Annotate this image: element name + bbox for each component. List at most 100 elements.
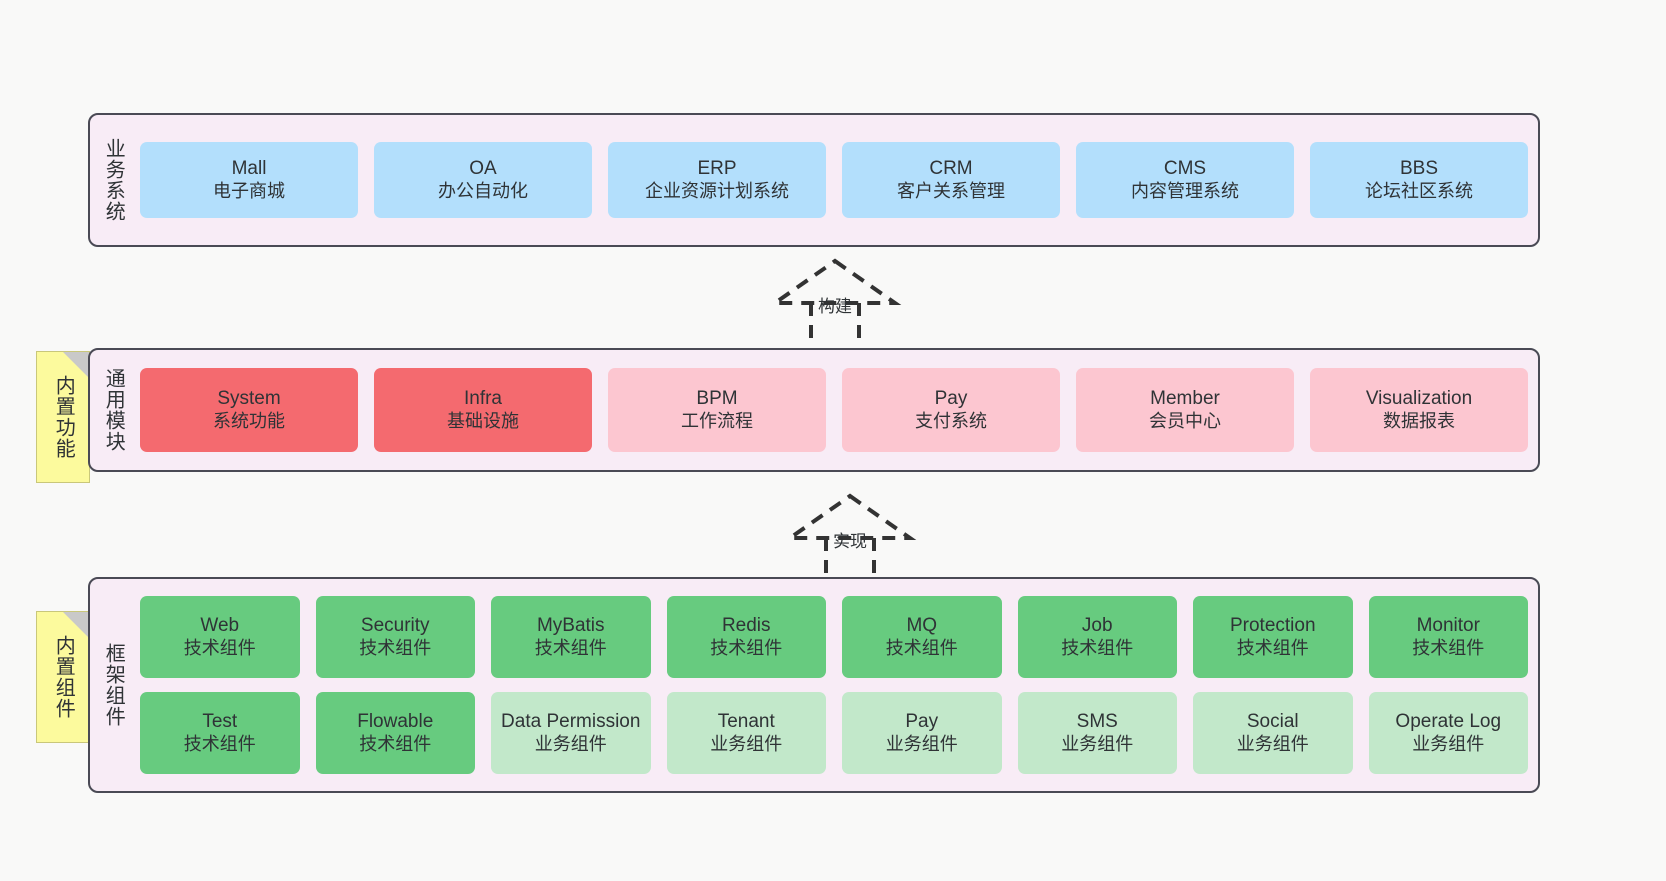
node-title: ERP: [697, 158, 737, 180]
node-title: OA: [469, 158, 497, 180]
node-subtitle: 内容管理系统: [1131, 180, 1239, 201]
node-bbs[interactable]: BBS 论坛社区系统: [1310, 142, 1528, 218]
node-subtitle: 会员中心: [1149, 410, 1221, 431]
node-member[interactable]: Member 会员中心: [1076, 368, 1294, 452]
node-title: Job: [1081, 615, 1113, 637]
node-subtitle: 技术组件: [710, 637, 783, 658]
node-test[interactable]: Test 技术组件: [140, 692, 300, 774]
layer-common-modules: 通用模块 System 系统功能 Infra 基础设施 BPM 工作流程 Pay…: [88, 348, 1540, 472]
layer-body-module: System 系统功能 Infra 基础设施 BPM 工作流程 Pay 支付系统…: [136, 350, 1538, 470]
node-title: Monitor: [1416, 615, 1480, 637]
node-title: Pay: [905, 711, 939, 733]
note-label: 内置功能: [52, 375, 75, 459]
node-title: SMS: [1076, 711, 1118, 733]
node-operate-log[interactable]: Operate Log 业务组件: [1368, 692, 1528, 774]
layer-body-framework: Web 技术组件 Security 技术组件 MyBatis 技术组件 Redi…: [136, 579, 1538, 791]
node-subtitle: 业务组件: [1236, 733, 1309, 754]
node-cms[interactable]: CMS 内容管理系统: [1076, 142, 1294, 218]
node-erp[interactable]: ERP 企业资源计划系统: [608, 142, 826, 218]
node-system[interactable]: System 系统功能: [140, 368, 358, 452]
generalization-arrow-icon: [783, 493, 917, 582]
node-title: BPM: [696, 388, 738, 410]
node-monitor[interactable]: Monitor 技术组件: [1368, 596, 1528, 678]
page-fold-icon: [63, 352, 89, 378]
layer-framework-components: 框架组件 Web 技术组件 Security 技术组件 MyBatis 技术组件…: [88, 577, 1540, 793]
node-title: Visualization: [1365, 388, 1473, 410]
layer-title-module: 通用模块: [102, 368, 125, 452]
node-subtitle: 业务组件: [885, 733, 958, 754]
node-title: System: [217, 388, 281, 410]
node-title: Infra: [463, 388, 503, 410]
node-subtitle: 技术组件: [183, 637, 256, 658]
node-web[interactable]: Web 技术组件: [140, 596, 300, 678]
node-social[interactable]: Social 业务组件: [1193, 692, 1353, 774]
node-subtitle: 业务组件: [1412, 733, 1485, 754]
node-protection[interactable]: Protection 技术组件: [1193, 596, 1353, 678]
node-subtitle: 数据报表: [1383, 410, 1455, 431]
node-subtitle: 系统功能: [213, 410, 285, 431]
note-builtin-functions[interactable]: 内置功能: [36, 351, 90, 483]
node-title: Social: [1246, 711, 1299, 733]
node-subtitle: 基础设施: [447, 410, 519, 431]
node-flowable[interactable]: Flowable 技术组件: [315, 692, 475, 774]
page-fold-icon: [63, 612, 89, 638]
layer-business-systems: 业务系统 Mall 电子商城 OA 办公自动化 ERP 企业资源计划系统 CRM…: [88, 113, 1540, 247]
note-label: 内置组件: [52, 635, 75, 719]
node-tenant[interactable]: Tenant 业务组件: [666, 692, 826, 774]
node-title: Redis: [721, 615, 771, 637]
node-mall[interactable]: Mall 电子商城: [140, 142, 358, 218]
node-title: Web: [200, 615, 240, 637]
node-subtitle: 技术组件: [359, 733, 432, 754]
layer-row: System 系统功能 Infra 基础设施 BPM 工作流程 Pay 支付系统…: [140, 368, 1528, 452]
node-bpm[interactable]: BPM 工作流程: [608, 368, 826, 452]
layer-title-business: 业务系统: [102, 138, 125, 222]
node-title: MQ: [906, 615, 938, 637]
node-subtitle: 技术组件: [885, 637, 958, 658]
node-subtitle: 技术组件: [183, 733, 256, 754]
node-title: Mall: [231, 158, 267, 180]
layer-row: Mall 电子商城 OA 办公自动化 ERP 企业资源计划系统 CRM 客户关系…: [140, 142, 1528, 218]
node-title: Operate Log: [1395, 711, 1502, 733]
node-infra[interactable]: Infra 基础设施: [374, 368, 592, 452]
node-title: Test: [202, 711, 238, 733]
node-subtitle: 业务组件: [1061, 733, 1134, 754]
node-subtitle: 支付系统: [915, 410, 987, 431]
node-title: CMS: [1163, 158, 1207, 180]
layer-body-business: Mall 电子商城 OA 办公自动化 ERP 企业资源计划系统 CRM 客户关系…: [136, 115, 1538, 245]
node-security[interactable]: Security 技术组件: [315, 596, 475, 678]
node-mq[interactable]: MQ 技术组件: [842, 596, 1002, 678]
node-redis[interactable]: Redis 技术组件: [666, 596, 826, 678]
node-subtitle: 论坛社区系统: [1365, 180, 1473, 201]
note-builtin-components[interactable]: 内置组件: [36, 611, 90, 743]
node-subtitle: 电子商城: [213, 180, 285, 201]
generalization-arrow-icon: [768, 258, 902, 347]
node-subtitle: 企业资源计划系统: [645, 180, 789, 201]
node-subtitle: 业务组件: [710, 733, 783, 754]
node-subtitle: 技术组件: [1236, 637, 1309, 658]
node-subtitle: 技术组件: [359, 637, 432, 658]
node-title: Flowable: [357, 711, 434, 733]
node-mybatis[interactable]: MyBatis 技术组件: [491, 596, 651, 678]
node-title: Protection: [1229, 615, 1316, 637]
node-pay[interactable]: Pay 支付系统: [842, 368, 1060, 452]
node-job[interactable]: Job 技术组件: [1017, 596, 1177, 678]
connector-build: 构建: [745, 255, 925, 347]
node-title: Tenant: [717, 711, 775, 733]
node-oa[interactable]: OA 办公自动化: [374, 142, 592, 218]
node-sms[interactable]: SMS 业务组件: [1017, 692, 1177, 774]
node-subtitle: 客户关系管理: [897, 180, 1005, 201]
node-title: Security: [360, 615, 430, 637]
layer-title-framework: 框架组件: [102, 643, 125, 727]
node-title: BBS: [1399, 158, 1439, 180]
node-data-permission[interactable]: Data Permission 业务组件: [491, 692, 651, 774]
node-visualization[interactable]: Visualization 数据报表: [1310, 368, 1528, 452]
node-subtitle: 办公自动化: [438, 180, 528, 201]
node-title: Pay: [934, 388, 968, 410]
layer-row: Web 技术组件 Security 技术组件 MyBatis 技术组件 Redi…: [140, 596, 1528, 678]
connector-implement: 实现: [760, 490, 940, 582]
node-title: Member: [1150, 388, 1220, 410]
node-crm[interactable]: CRM 客户关系管理: [842, 142, 1060, 218]
node-pay-component[interactable]: Pay 业务组件: [842, 692, 1002, 774]
node-title: Data Permission: [501, 711, 641, 733]
node-title: CRM: [929, 158, 973, 180]
